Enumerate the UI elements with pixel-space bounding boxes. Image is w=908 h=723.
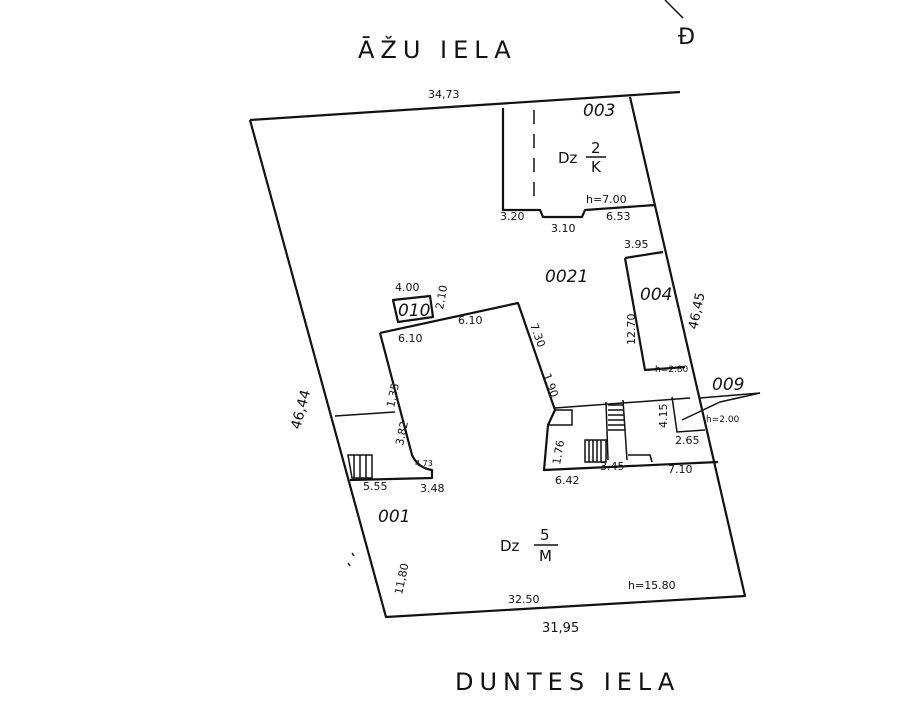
svg-text:3.10: 3.10: [551, 222, 576, 235]
svg-text:6.10: 6.10: [398, 332, 423, 345]
svg-text:34,73: 34,73: [428, 88, 460, 101]
svg-text:M: M: [539, 547, 552, 565]
svg-text:3.82: 3.82: [393, 420, 411, 447]
svg-text:h=2.00: h=2.00: [706, 415, 740, 425]
building-003: [501, 108, 656, 219]
lot-001: 001: [378, 507, 410, 527]
svg-text:3.48: 3.48: [420, 482, 445, 495]
svg-text:6.10: 6.10: [458, 314, 483, 327]
lot-003: 003: [583, 101, 615, 121]
stairs-icon: [584, 439, 607, 463]
svg-text:Dz: Dz: [558, 149, 578, 167]
north-arrow-line: [664, 0, 684, 19]
svg-text:h=2.80: h=2.80: [655, 365, 689, 375]
svg-text:2.10: 2.10: [433, 284, 450, 310]
svg-text:K: K: [591, 158, 602, 176]
svg-text:Dz: Dz: [500, 537, 520, 555]
stairs-icon: [347, 454, 373, 479]
marks: [347, 552, 355, 567]
svg-text:h=15.80: h=15.80: [628, 579, 676, 592]
svg-text:32.50: 32.50: [508, 593, 540, 606]
svg-text:31,95: 31,95: [542, 621, 579, 636]
street-line-top: [249, 90, 681, 122]
lot-009: 009: [712, 375, 744, 395]
lot-010: 010: [398, 301, 430, 321]
svg-text:6.42: 6.42: [555, 474, 580, 487]
building-010: [391, 294, 435, 324]
building-001: [349, 301, 719, 482]
building-003-label: Dz 2 K: [558, 139, 606, 176]
svg-text:1.90: 1.90: [540, 372, 561, 399]
street-top: ĀŽU IELA: [358, 35, 517, 64]
svg-text:5: 5: [540, 526, 550, 544]
svg-text:4.15: 4.15: [657, 404, 670, 429]
svg-text:11,80: 11,80: [392, 562, 411, 596]
svg-text:3.45: 3.45: [600, 460, 625, 473]
svg-text:3.20: 3.20: [500, 210, 525, 223]
stairs-icon: [608, 404, 625, 431]
building-009: [671, 392, 761, 433]
svg-text:7.10: 7.10: [668, 463, 693, 476]
building-001-label: Dz 5 M: [500, 526, 558, 565]
svg-text:h=7.00: h=7.00: [586, 193, 627, 206]
annex-line: [334, 411, 396, 417]
svg-text:12.70: 12.70: [625, 314, 638, 346]
svg-text:46,45: 46,45: [686, 291, 708, 331]
north-mark: Ð: [678, 25, 695, 50]
svg-text:4.00: 4.00: [395, 281, 420, 294]
svg-text:6.53: 6.53: [606, 210, 631, 223]
svg-text:2.65: 2.65: [675, 434, 700, 447]
svg-text:2: 2: [591, 139, 601, 157]
svg-text:1.35: 1.35: [384, 382, 402, 409]
svg-text:46,44: 46,44: [288, 388, 314, 431]
building-004: [623, 250, 686, 372]
svg-text:5.55: 5.55: [363, 480, 388, 493]
lot-004: 004: [640, 285, 672, 305]
street-bottom: DUNTES IELA: [455, 668, 680, 696]
svg-text:3.95: 3.95: [624, 238, 649, 251]
svg-text:1.76: 1.76: [550, 439, 567, 465]
svg-text:4.73: 4.73: [415, 459, 433, 468]
parcel-boundary: [248, 96, 747, 619]
lot-0021: 0021: [545, 267, 588, 287]
porch: [548, 409, 573, 426]
